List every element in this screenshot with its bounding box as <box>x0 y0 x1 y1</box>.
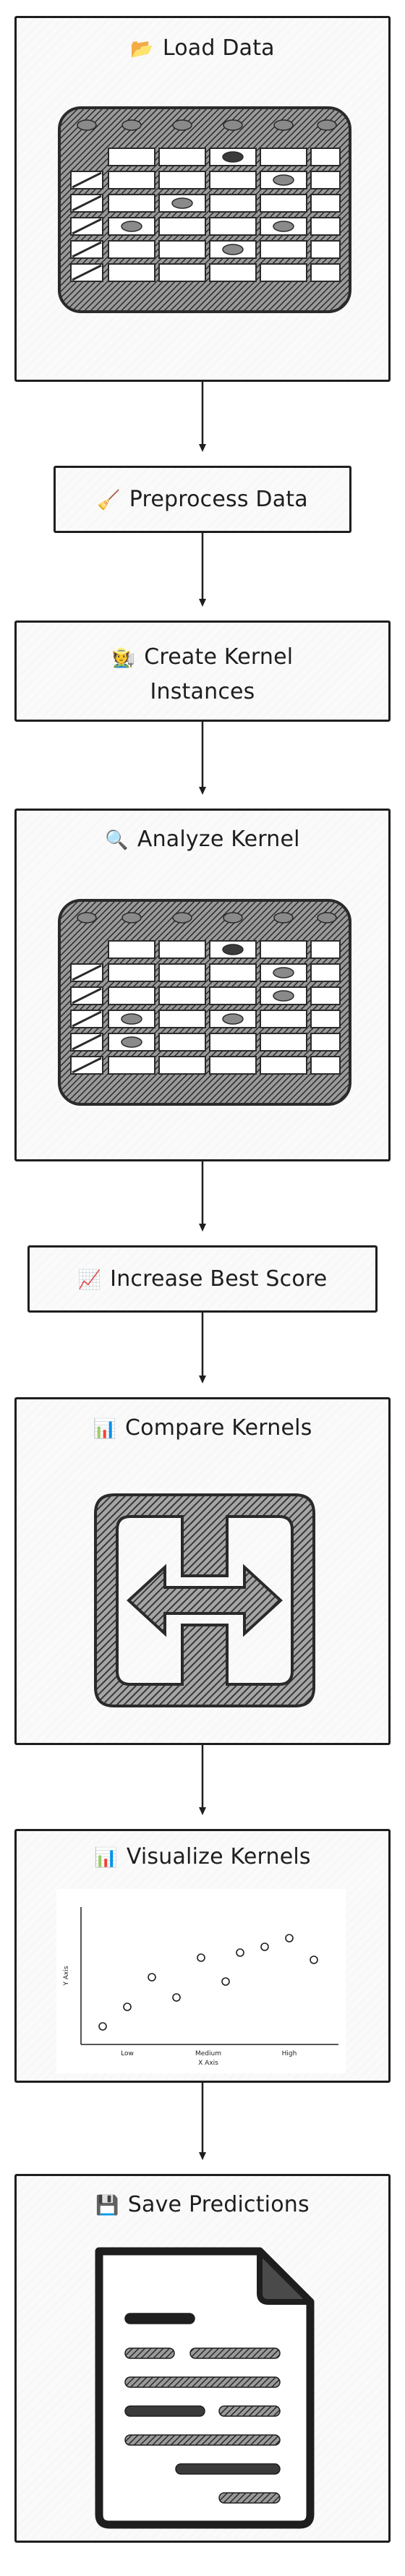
chart-increasing-icon: 📈 <box>77 1269 102 1291</box>
scatter-point <box>221 1977 230 1986</box>
node-load-data: 📂 Load Data <box>14 16 391 382</box>
document-icon <box>95 2247 315 2529</box>
scatter-point <box>236 1948 244 1957</box>
x-tick-low: Low <box>121 2050 134 2057</box>
bar-chart-icon: 📊 <box>93 1418 117 1440</box>
scatter-point <box>197 1953 205 1962</box>
farmer-icon: 🧑‍🌾 <box>111 647 136 669</box>
scatter-point <box>285 1934 294 1942</box>
scatter-point <box>310 1956 318 1964</box>
bar-chart-icon: 📊 <box>94 1847 118 1869</box>
node-preprocess-data: 🧹 Preprocess Data <box>54 466 351 533</box>
node-title: Visualize Kernels <box>126 1844 311 1869</box>
node-visualize-kernels: 📊 Visualize Kernels Low Medium High X Axi… <box>14 1829 391 2083</box>
node-title: Save Predictions <box>127 2192 310 2217</box>
node-title-line-1: Create Kernel <box>144 644 294 670</box>
scatter-point <box>172 1993 181 2002</box>
node-title: Preprocess Data <box>129 487 308 512</box>
table-icon <box>58 106 351 313</box>
scatter-plot-thumbnail: Low Medium High X Axis Y Axis <box>56 1889 346 2073</box>
node-title-line-2: Instances <box>150 679 255 704</box>
node-analyze-kernel: 🔍 Analyze Kernel <box>14 809 391 1161</box>
scatter-point <box>148 1973 156 1982</box>
scatter-point <box>123 2003 132 2011</box>
folder-icon: 📂 <box>130 38 154 60</box>
scatter-point <box>260 1942 269 1951</box>
node-save-predictions: 💾 Save Predictions <box>14 2174 391 2543</box>
magnifier-icon: 🔍 <box>105 829 129 851</box>
x-tick-high: High <box>282 2050 297 2057</box>
node-title: Increase Best Score <box>110 1266 328 1292</box>
floppy-disk-icon: 💾 <box>95 2195 119 2217</box>
node-increase-best-score: 📈 Increase Best Score <box>27 1245 378 1313</box>
node-title: Analyze Kernel <box>137 827 300 852</box>
node-compare-kernels: 📊 Compare Kernels <box>14 1397 391 1745</box>
node-title: Compare Kernels <box>125 1415 312 1441</box>
y-axis-label: Y Axis <box>63 1966 70 1986</box>
broom-icon: 🧹 <box>97 490 121 511</box>
scatter-point <box>98 2022 107 2031</box>
x-tick-medium: Medium <box>195 2050 221 2057</box>
node-title: Load Data <box>162 35 275 61</box>
table-icon <box>58 899 351 1106</box>
x-axis-label: X Axis <box>198 2060 218 2067</box>
compare-arrows-icon <box>94 1493 315 1707</box>
node-create-kernel-instances: 🧑‍🌾 Create Kernel Instances <box>14 620 391 722</box>
